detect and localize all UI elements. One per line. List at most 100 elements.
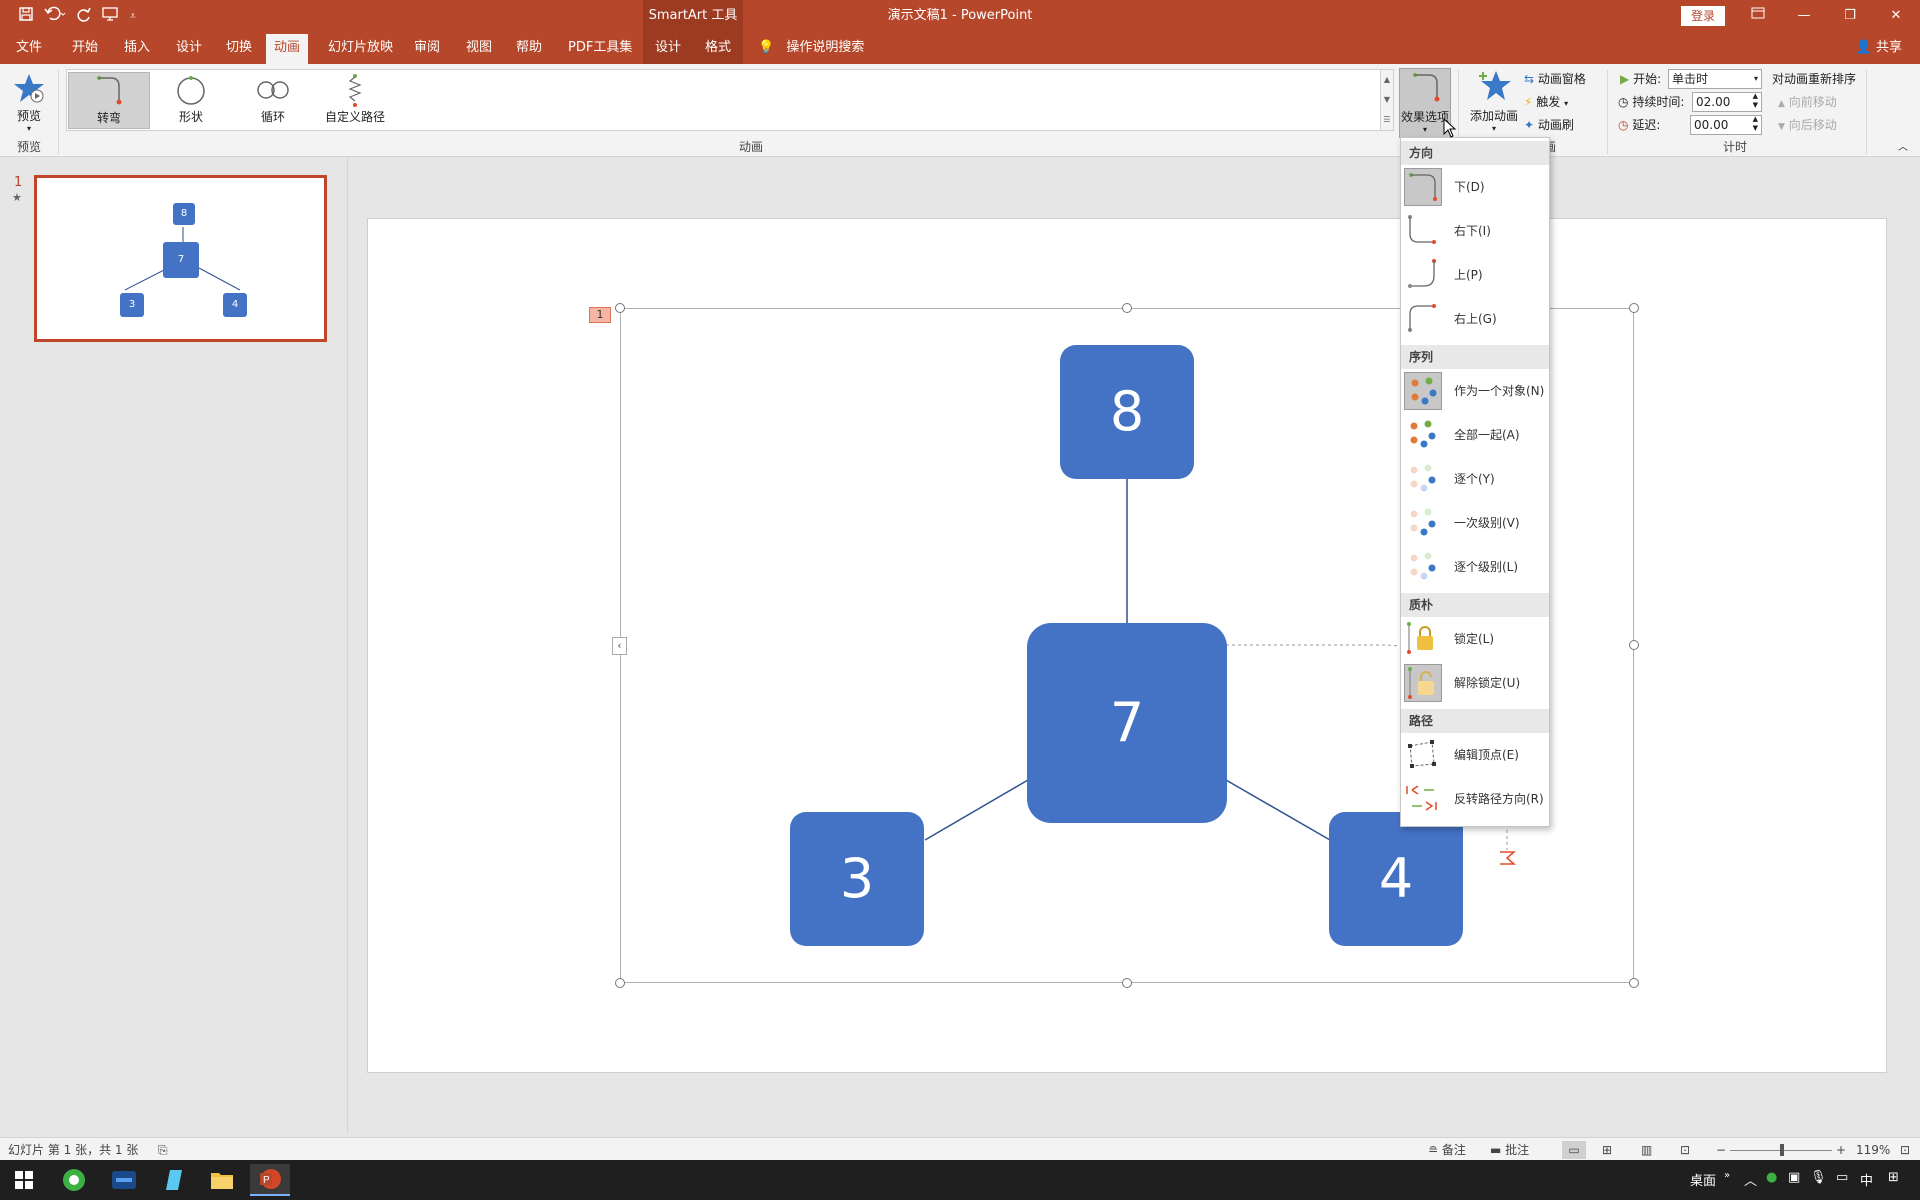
normal-view-icon[interactable]: ▭ bbox=[1562, 1141, 1586, 1159]
trigger-button[interactable]: ⚡ 触发 ▾ bbox=[1524, 95, 1569, 109]
slideshow-view-icon[interactable]: ⊡ bbox=[1680, 1143, 1691, 1157]
ribbon-display-options-icon[interactable] bbox=[1735, 0, 1781, 32]
resize-handle-ne[interactable] bbox=[1629, 303, 1639, 313]
zoom-level[interactable]: 119% bbox=[1856, 1143, 1891, 1157]
zoom-in-button[interactable]: + bbox=[1836, 1143, 1847, 1157]
slide-sorter-icon[interactable]: ⊞ bbox=[1602, 1143, 1613, 1157]
tab-smartart-design[interactable]: 设计 bbox=[643, 32, 693, 64]
slideshow-from-start-icon[interactable] bbox=[102, 6, 120, 26]
undo-icon[interactable] bbox=[44, 6, 66, 26]
gallery-item-custom-path[interactable]: 自定义路径 bbox=[314, 72, 396, 129]
text-pane-toggle-icon[interactable]: ‹ bbox=[612, 637, 627, 655]
sequence-one-by-one[interactable]: 逐个(Y) bbox=[1403, 457, 1548, 499]
customize-qat-icon[interactable]: ⩡ bbox=[130, 10, 136, 22]
gallery-up-icon[interactable]: ▲ bbox=[1383, 75, 1391, 84]
resize-handle-n[interactable] bbox=[1122, 303, 1132, 313]
reading-view-icon[interactable]: ▥ bbox=[1641, 1143, 1653, 1157]
direction-down-right[interactable]: 右下(I) bbox=[1403, 209, 1548, 251]
powerpoint-app-icon[interactable]: P bbox=[250, 1164, 290, 1196]
direction-down[interactable]: 下(D) bbox=[1403, 165, 1548, 207]
start-select[interactable]: 单击时 ▾ bbox=[1668, 69, 1762, 89]
resize-handle-sw[interactable] bbox=[615, 978, 625, 988]
gallery-item-loops[interactable]: 循环 bbox=[232, 72, 314, 129]
network-icon[interactable]: ▭ bbox=[1836, 1170, 1849, 1185]
tab-home[interactable]: 开始 bbox=[72, 40, 99, 55]
lock-option[interactable]: 锁定(L) bbox=[1403, 617, 1548, 659]
desktop-label[interactable]: 桌面 bbox=[1690, 1174, 1717, 1189]
tab-insert[interactable]: 插入 bbox=[124, 40, 151, 55]
resize-handle-se[interactable] bbox=[1629, 978, 1639, 988]
effect-options-button[interactable]: 效果选项 ▾ bbox=[1399, 68, 1451, 138]
animation-pane-button[interactable]: ⇆ 动画窗格 bbox=[1524, 69, 1586, 89]
delay-input[interactable]: 00.00 ▲▼ bbox=[1690, 115, 1762, 135]
resize-handle-s[interactable] bbox=[1122, 978, 1132, 988]
gallery-more-icon[interactable]: ☰ bbox=[1383, 115, 1391, 124]
sequence-as-one-object[interactable]: 作为一个对象(N) bbox=[1403, 369, 1548, 411]
animation-order-tag[interactable]: 1 bbox=[589, 307, 611, 323]
move-earlier-button[interactable]: ▲ 向前移动 bbox=[1778, 92, 1837, 112]
zoom-slider-thumb[interactable] bbox=[1780, 1144, 1784, 1156]
file-explorer-icon[interactable] bbox=[202, 1164, 242, 1196]
tell-me-search[interactable]: 💡 操作说明搜索 bbox=[758, 32, 864, 64]
animation-painter-button[interactable]: ✦ 动画刷 bbox=[1524, 115, 1574, 135]
gallery-down-icon[interactable]: ▼ bbox=[1383, 95, 1391, 104]
duration-input[interactable]: 02.00 ▲▼ bbox=[1692, 92, 1762, 112]
gallery-scroll[interactable]: ▲ ▼ ☰ bbox=[1380, 69, 1394, 131]
ime-indicator[interactable]: 中 bbox=[1860, 1174, 1874, 1189]
accessibility-icon[interactable]: ⎘ bbox=[158, 1143, 168, 1157]
gallery-item-shapes[interactable]: 形状 bbox=[150, 72, 232, 129]
tab-animations[interactable]: 动画 bbox=[266, 34, 309, 64]
close-icon[interactable]: ✕ bbox=[1890, 8, 1902, 23]
notes-button[interactable]: ≘ 备注 bbox=[1428, 1141, 1466, 1159]
save-icon[interactable] bbox=[18, 6, 34, 26]
browser-app-icon[interactable] bbox=[54, 1164, 94, 1196]
tray-app2-icon[interactable]: ▣ bbox=[1788, 1170, 1801, 1185]
collapse-ribbon-icon[interactable]: ︿ bbox=[1898, 142, 1908, 153]
smartart-node-right[interactable]: 4 bbox=[1329, 812, 1463, 946]
tab-view[interactable]: 视图 bbox=[466, 40, 493, 55]
notes-app-icon[interactable] bbox=[154, 1164, 194, 1196]
gallery-item-turns[interactable]: 转弯 bbox=[68, 72, 150, 129]
tab-pdf-tools[interactable]: PDF工具集 bbox=[568, 40, 633, 55]
minimize-icon[interactable]: — bbox=[1797, 8, 1811, 23]
preview-button[interactable]: 预览 ▾ bbox=[10, 72, 48, 134]
tab-file[interactable]: 文件 bbox=[16, 40, 43, 55]
direction-up[interactable]: 上(P) bbox=[1403, 253, 1548, 295]
zoom-out-button[interactable]: − bbox=[1716, 1143, 1727, 1157]
login-button[interactable]: 登录 bbox=[1681, 6, 1725, 26]
tab-smartart-format[interactable]: 格式 bbox=[693, 32, 743, 64]
recorder-app-icon[interactable] bbox=[104, 1164, 144, 1196]
comments-button[interactable]: ▬ 批注 bbox=[1490, 1141, 1529, 1159]
unlock-option[interactable]: 解除锁定(U) bbox=[1403, 661, 1548, 703]
show-hidden-icons-icon[interactable]: ︿ bbox=[1744, 1174, 1758, 1189]
slide-thumbnail[interactable]: 8 7 3 4 bbox=[34, 175, 327, 342]
microphone-icon[interactable]: 🎙 bbox=[1810, 1170, 1827, 1185]
tab-review[interactable]: 审阅 bbox=[414, 40, 441, 55]
sequence-level-at-once[interactable]: 一次级别(V) bbox=[1403, 501, 1548, 543]
more-toolbar-icon[interactable]: » bbox=[1724, 1170, 1731, 1181]
sequence-all-at-once[interactable]: 全部一起(A) bbox=[1403, 413, 1548, 455]
move-later-button[interactable]: ▼ 向后移动 bbox=[1778, 115, 1837, 135]
windows-start-icon[interactable] bbox=[4, 1164, 44, 1196]
smartart-node-top[interactable]: 8 bbox=[1060, 345, 1194, 479]
ime-mode-icon[interactable]: ⊞ bbox=[1888, 1170, 1899, 1185]
tab-help[interactable]: 帮助 bbox=[516, 40, 543, 55]
edit-points-option[interactable]: 编辑顶点(E) bbox=[1403, 733, 1548, 775]
tray-app-icon[interactable]: ● bbox=[1766, 1170, 1778, 1185]
spinner-icon[interactable]: ▲▼ bbox=[1752, 115, 1758, 132]
smartart-node-center[interactable]: 7 bbox=[1027, 623, 1227, 823]
reverse-path-option[interactable]: 反转路径方向(R) bbox=[1403, 777, 1548, 819]
tab-slideshow[interactable]: 幻灯片放映 bbox=[328, 40, 394, 55]
resize-handle-e[interactable] bbox=[1629, 640, 1639, 650]
resize-handle-nw[interactable] bbox=[615, 303, 625, 313]
restore-icon[interactable]: ❐ bbox=[1844, 8, 1856, 23]
spinner-icon[interactable]: ▲▼ bbox=[1752, 92, 1758, 109]
smartart-node-left[interactable]: 3 bbox=[790, 812, 924, 946]
add-animation-button[interactable]: 添加动画 ▾ bbox=[1467, 68, 1521, 134]
tab-transitions[interactable]: 切换 bbox=[226, 40, 253, 55]
sequence-level-one-by-one[interactable]: 逐个级别(L) bbox=[1403, 545, 1548, 587]
share-button[interactable]: 👤 共享 bbox=[1856, 32, 1902, 64]
zoom-slider[interactable] bbox=[1730, 1141, 1832, 1159]
fit-to-window-icon[interactable]: ⊡ bbox=[1900, 1143, 1911, 1157]
direction-up-right[interactable]: 右上(G) bbox=[1403, 297, 1548, 339]
